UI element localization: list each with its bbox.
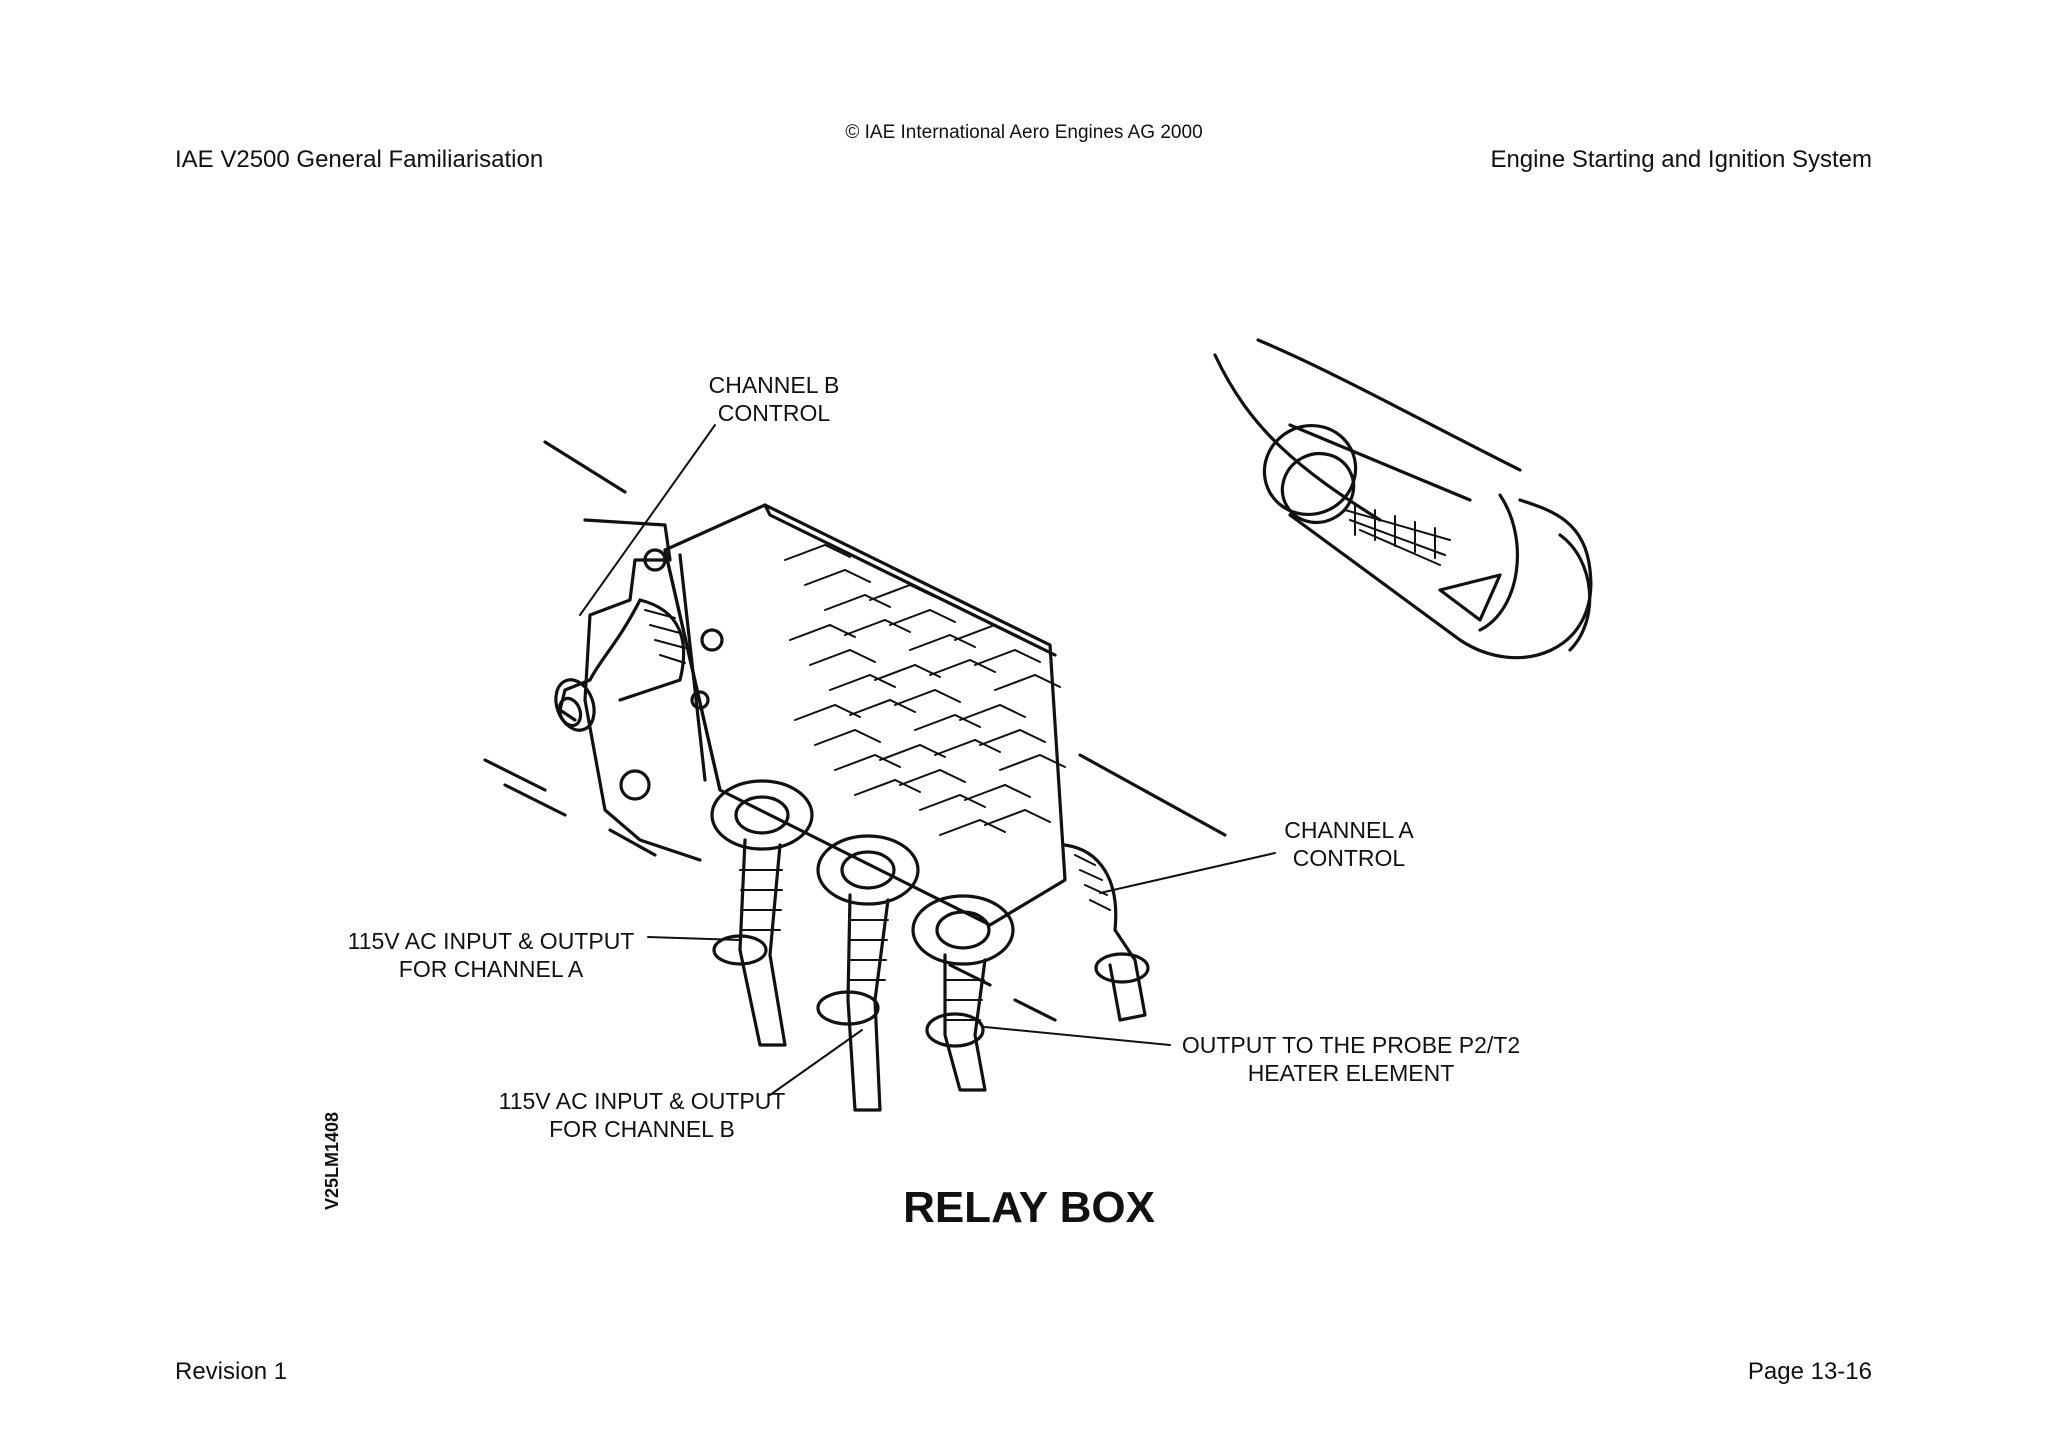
- document-title: IAE V2500 General Familiarisation: [175, 146, 544, 173]
- label-ac-channel-a-line1: 115V AC INPUT & OUTPUT: [348, 928, 635, 954]
- label-probe-output-line2: HEATER ELEMENT: [1248, 1060, 1455, 1086]
- connector-channel-a-control: [1063, 843, 1150, 1022]
- label-channel-a-control-line1: CHANNEL A: [1284, 817, 1414, 843]
- label-probe-output-line1: OUTPUT TO THE PROBE P2/T2: [1182, 1032, 1520, 1058]
- figure-code: V25LM1408: [322, 1112, 342, 1210]
- label-ac-channel-a-line2: FOR CHANNEL A: [399, 956, 584, 982]
- leader-channel-a-control: [1099, 852, 1276, 894]
- leader-channel-b-control: [579, 424, 716, 616]
- leader-ac-channel-b: [769, 1029, 863, 1096]
- connector-channel-b: [816, 834, 920, 1112]
- leader-probe-output: [984, 1026, 1171, 1046]
- chapter-title: Engine Starting and Ignition System: [1490, 146, 1872, 173]
- label-channel-b-control-line2: CONTROL: [718, 400, 831, 426]
- revision-label: Revision 1: [175, 1358, 288, 1385]
- label-channel-b-control-line1: CHANNEL B: [709, 372, 840, 398]
- copyright-notice: © IAE International Aero Engines AG 2000: [845, 122, 1203, 143]
- label-ac-channel-b-line1: 115V AC INPUT & OUTPUT: [499, 1088, 786, 1114]
- label-channel-a-control-line2: CONTROL: [1293, 845, 1406, 871]
- page-number: Page 13-16: [1747, 1358, 1872, 1385]
- leader-ac-channel-a: [647, 936, 741, 941]
- figure-title: RELAY BOX: [903, 1183, 1155, 1232]
- connector-probe-output: [911, 894, 1015, 1092]
- connector-channel-a: [710, 779, 814, 1047]
- label-ac-channel-b-line2: FOR CHANNEL B: [549, 1116, 735, 1142]
- relay-box-drawing: [483, 440, 1227, 1112]
- engine-locator-illustration: [1213, 338, 1593, 660]
